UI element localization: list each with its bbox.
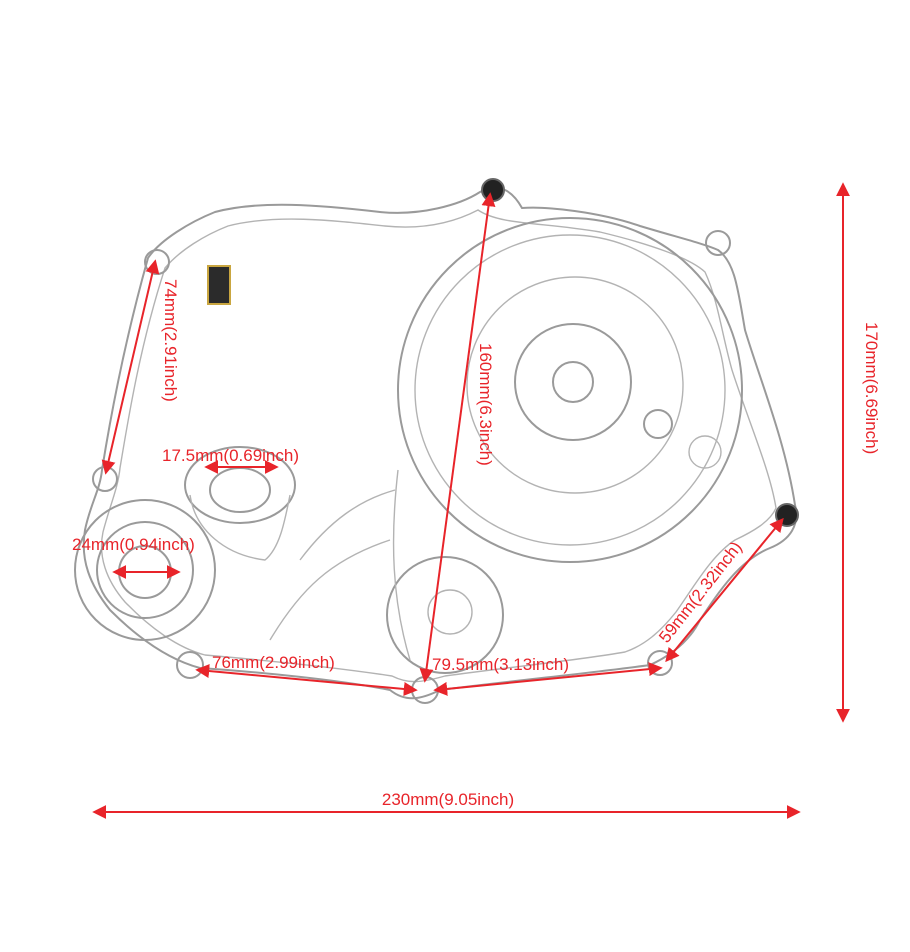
- rib-2: [269, 539, 391, 641]
- seal-ring: [96, 521, 194, 619]
- label-left-edge: 74mm(2.91inch): [161, 279, 180, 402]
- label-bottom-right-span: 79.5mm(3.13inch): [432, 655, 569, 674]
- label-bottom-left-span: 76mm(2.99inch): [212, 653, 335, 672]
- dim-line-left-edge: [101, 259, 160, 475]
- bolt-hole-right-top: [705, 230, 731, 256]
- clutch-dome-rim: [414, 234, 726, 546]
- label-total-height: 170mm(6.69inch): [862, 322, 881, 454]
- clutch-dome-outer: [397, 217, 743, 563]
- clutch-dome-plate: [466, 276, 684, 494]
- clutch-hub: [514, 323, 632, 441]
- rib-1: [299, 489, 396, 561]
- dim-line-bottom-right: [433, 662, 663, 696]
- dim-line-inner-height: [419, 192, 496, 683]
- label-seal-diameter: 24mm(0.94inch): [72, 535, 195, 554]
- dimension-labels: 230mm(9.05inch) 170mm(6.69inch) 160mm(6.…: [72, 279, 881, 809]
- port-neck: [189, 494, 291, 561]
- clutch-center-hole: [552, 361, 594, 403]
- boss-2: [688, 435, 722, 469]
- label-inner-height: 160mm(6.3inch): [476, 343, 495, 466]
- dim-line-bottom-left: [195, 664, 418, 696]
- label-total-width: 230mm(9.05inch): [382, 790, 514, 809]
- label-plate-icon: [207, 265, 231, 305]
- rib-3: [392, 469, 411, 661]
- bolt-hole-bottom-right: [647, 650, 673, 676]
- label-port-diameter: 17.5mm(0.69inch): [162, 446, 299, 465]
- seal-outer: [74, 499, 216, 641]
- engine-cover-icon: [74, 178, 799, 704]
- dim-line-right-edge: [665, 517, 784, 663]
- boss: [643, 409, 673, 439]
- label-right-edge: 59mm(2.32inch): [655, 538, 746, 646]
- inspection-port-hole: [209, 467, 271, 513]
- inspection-port: [184, 446, 296, 524]
- bolt-hole-left-top: [144, 249, 170, 275]
- bolt-hole-left-mid: [92, 466, 118, 492]
- bolt-hole-top: [481, 178, 505, 202]
- dimension-lines: [92, 182, 850, 819]
